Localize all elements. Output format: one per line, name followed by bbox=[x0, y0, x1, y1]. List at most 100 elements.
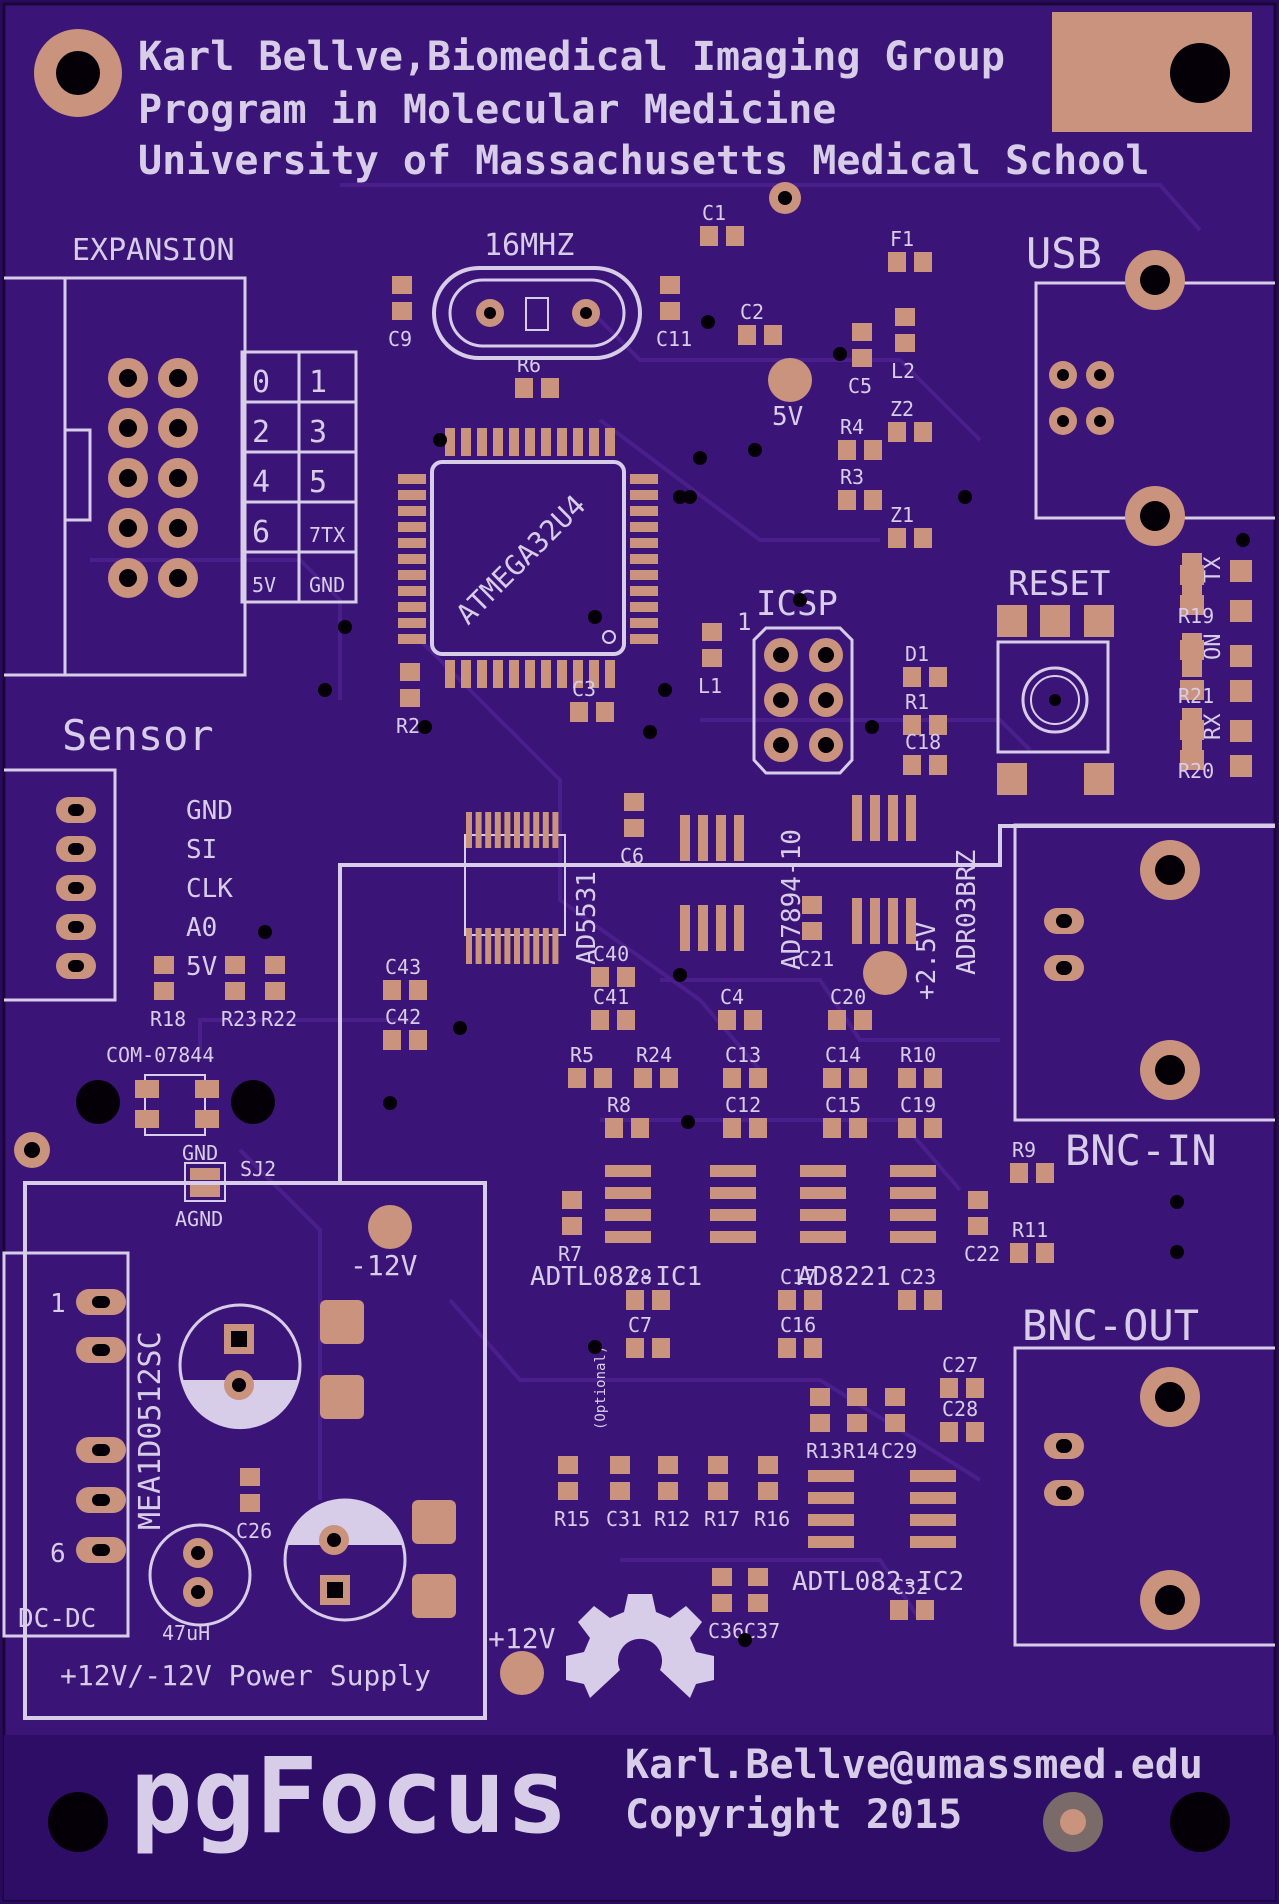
refdes-label: C13 bbox=[725, 1043, 761, 1067]
passive-pad bbox=[1036, 1243, 1054, 1263]
refdes-label: R8 bbox=[607, 1093, 631, 1117]
passive-pad bbox=[823, 1068, 841, 1088]
reset-label: RESET bbox=[1008, 564, 1110, 604]
refdes-label: L1 bbox=[698, 674, 722, 698]
bnc-out-connector: BNC-OUT bbox=[1013, 1301, 1275, 1647]
passive-pad bbox=[1182, 633, 1202, 651]
passive-pad bbox=[392, 302, 412, 320]
refdes-label: C21 bbox=[798, 947, 834, 971]
refdes-label: C11 bbox=[656, 327, 692, 351]
via bbox=[738, 1633, 752, 1647]
refdes-label: L2 bbox=[891, 359, 915, 383]
via bbox=[383, 1096, 397, 1110]
passive-pad bbox=[810, 1414, 830, 1432]
refdes-label: C19 bbox=[900, 1093, 936, 1117]
bnc-in-connector: BNC-IN bbox=[1013, 823, 1275, 1175]
refdes-label: R3 bbox=[840, 465, 864, 489]
passive-pad bbox=[400, 689, 420, 707]
refdes-label: R9 bbox=[1012, 1138, 1036, 1162]
passive-pad bbox=[708, 1456, 728, 1474]
refdes-label: F1 bbox=[890, 227, 914, 251]
oshw-gear-icon bbox=[566, 1594, 714, 1698]
refdes-label: R20 bbox=[1178, 759, 1214, 783]
passive-pad bbox=[1010, 1163, 1028, 1183]
passive-pad bbox=[594, 1068, 612, 1088]
passive-pad bbox=[626, 1290, 644, 1310]
passive-pad bbox=[914, 528, 932, 548]
passive-pad bbox=[924, 1068, 942, 1088]
via bbox=[693, 451, 707, 465]
plus12-label: +12V bbox=[488, 1622, 556, 1655]
via bbox=[1170, 1245, 1184, 1259]
bnc-in-label: BNC-IN bbox=[1065, 1126, 1217, 1175]
icsp-pin1: 1 bbox=[737, 608, 751, 636]
refdes-label: C40 bbox=[593, 942, 629, 966]
passive-pad bbox=[658, 1482, 678, 1500]
passive-pad bbox=[749, 1118, 767, 1138]
passive-pad bbox=[154, 956, 174, 974]
expansion-pin-label: 4 bbox=[252, 465, 270, 500]
bnc-out-label: BNC-OUT bbox=[1022, 1301, 1199, 1350]
dcdc-label: DC-DC bbox=[18, 1604, 96, 1634]
passive-pad bbox=[940, 1422, 958, 1442]
passive-pad bbox=[885, 1414, 905, 1432]
refdes-label: R12 bbox=[654, 1507, 690, 1531]
crystal-label: 16MHZ bbox=[484, 228, 574, 263]
passive-pad bbox=[702, 649, 722, 667]
via bbox=[1236, 533, 1250, 547]
passive-pad bbox=[852, 349, 872, 367]
passive-pad bbox=[624, 793, 644, 811]
header-line-3: University of Massachusetts Medical Scho… bbox=[138, 138, 1149, 184]
passive-pad bbox=[570, 702, 588, 722]
passive-pad bbox=[240, 1468, 260, 1486]
refdes-label: C23 bbox=[900, 1265, 936, 1289]
passive-pad bbox=[898, 1118, 916, 1138]
expansion-pin-label: 1 bbox=[309, 365, 327, 400]
inductor-label: 47uH bbox=[162, 1621, 210, 1645]
passive-pad bbox=[568, 1068, 586, 1088]
passive-pad bbox=[890, 1600, 908, 1620]
passive-pad bbox=[903, 715, 921, 735]
header-line-2: Program in Molecular Medicine bbox=[138, 87, 836, 133]
passive-pad bbox=[652, 1338, 670, 1358]
refdes-label: R18 bbox=[150, 1007, 186, 1031]
via bbox=[338, 620, 352, 634]
ad8221-label: AD8221 bbox=[797, 1262, 891, 1292]
passive-pad bbox=[888, 528, 906, 548]
refdes-label: C29 bbox=[881, 1439, 917, 1463]
via bbox=[588, 610, 602, 624]
passive-pad bbox=[778, 1338, 796, 1358]
sensor-pin-label: CLK bbox=[186, 874, 233, 904]
passive-pad bbox=[929, 667, 947, 687]
passive-pad bbox=[541, 378, 559, 398]
passive-pad bbox=[1182, 734, 1202, 752]
passive-pad bbox=[610, 1482, 630, 1500]
passive-pad bbox=[596, 702, 614, 722]
led-tx: TX bbox=[1201, 556, 1226, 583]
refdes-label: C32 bbox=[892, 1575, 928, 1599]
passive-pad bbox=[914, 422, 932, 442]
passive-pad bbox=[515, 378, 533, 398]
ic-adr03: ADR03BRZ bbox=[852, 795, 982, 975]
passive-pad bbox=[966, 1378, 984, 1398]
passive-pad bbox=[903, 755, 921, 775]
refdes-label: R16 bbox=[754, 1507, 790, 1531]
passive-pad bbox=[968, 1191, 988, 1209]
refdes-label: R13 bbox=[806, 1439, 842, 1463]
refdes-label: R22 bbox=[261, 1007, 297, 1031]
ad5531-label: AD5531 bbox=[572, 871, 602, 965]
sensor-pin-label: 5V bbox=[186, 952, 217, 982]
refdes-label: R15 bbox=[554, 1507, 590, 1531]
passive-pad bbox=[802, 922, 822, 940]
via bbox=[833, 347, 847, 361]
mounting-holes bbox=[14, 12, 1252, 1852]
passive-pad bbox=[802, 896, 822, 914]
refdes-label: C2 bbox=[740, 300, 764, 324]
passive-pad bbox=[885, 1388, 905, 1406]
tp-2v5 bbox=[863, 951, 907, 995]
via bbox=[793, 593, 807, 607]
refdes-label: R11 bbox=[1012, 1218, 1048, 1242]
product-logo: pgFocus bbox=[130, 1735, 568, 1857]
